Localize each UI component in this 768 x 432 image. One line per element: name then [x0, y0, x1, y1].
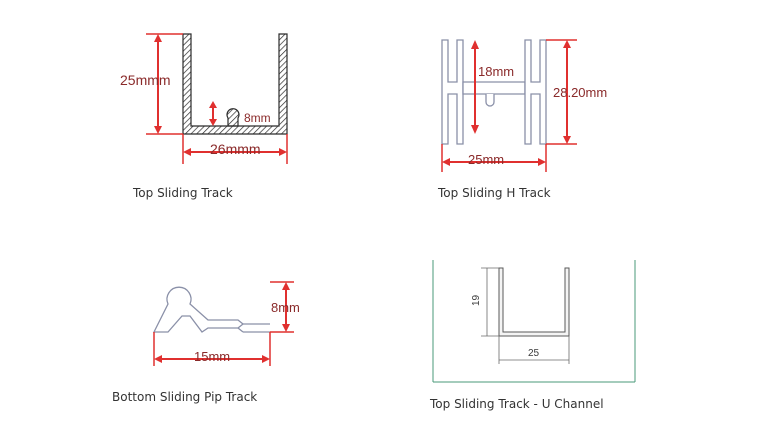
pip-track-profile — [152, 286, 245, 333]
h-web — [462, 81, 526, 95]
dim-center-label: 18mm — [478, 64, 514, 79]
h-left-leg — [441, 39, 464, 145]
dim-height-label: 25mmm — [120, 72, 171, 88]
figure-u-channel: 19 25 — [432, 258, 637, 386]
dim-height-label: 8mm — [271, 300, 300, 315]
caption-u-channel: Top Sliding Track - U Channel — [430, 397, 604, 411]
caption-top-sliding-track: Top Sliding Track — [133, 186, 233, 200]
u-channel-drawing: 19 25 — [432, 260, 636, 383]
u-channel-shape — [498, 267, 570, 337]
dim-width-label: 25 — [528, 348, 540, 359]
h-right-leg — [524, 39, 547, 145]
caption-top-sliding-h-track: Top Sliding H Track — [438, 186, 551, 200]
u-profile-shape — [182, 33, 288, 135]
dim-height-label: 28.20mm — [553, 85, 607, 100]
h-track-drawing: 18mm 28.20mm 25mm — [441, 39, 607, 172]
figure-top-sliding-h-track: 18mm 28.20mm 25mm — [395, 22, 620, 172]
figure-top-sliding-track: 25mmm 8mm 26mmm — [110, 22, 300, 172]
pip-shape — [226, 108, 240, 127]
caption-bottom-sliding-pip-track: Bottom Sliding Pip Track — [112, 390, 258, 404]
h-pip — [485, 94, 495, 107]
dim-height-label: 19 — [471, 294, 482, 306]
dim-width-label: 25mm — [468, 152, 504, 167]
dim-width-label: 26mmm — [210, 141, 261, 157]
pip-track-drawing: 8mm 15mm — [152, 281, 300, 366]
figure-bottom-sliding-pip-track: 8mm 15mm — [110, 262, 310, 372]
dim-inner-label: 8mm — [244, 111, 271, 125]
top-sliding-track-drawing: 25mmm 8mm 26mmm — [120, 33, 288, 164]
dim-width-label: 15mm — [194, 349, 230, 364]
